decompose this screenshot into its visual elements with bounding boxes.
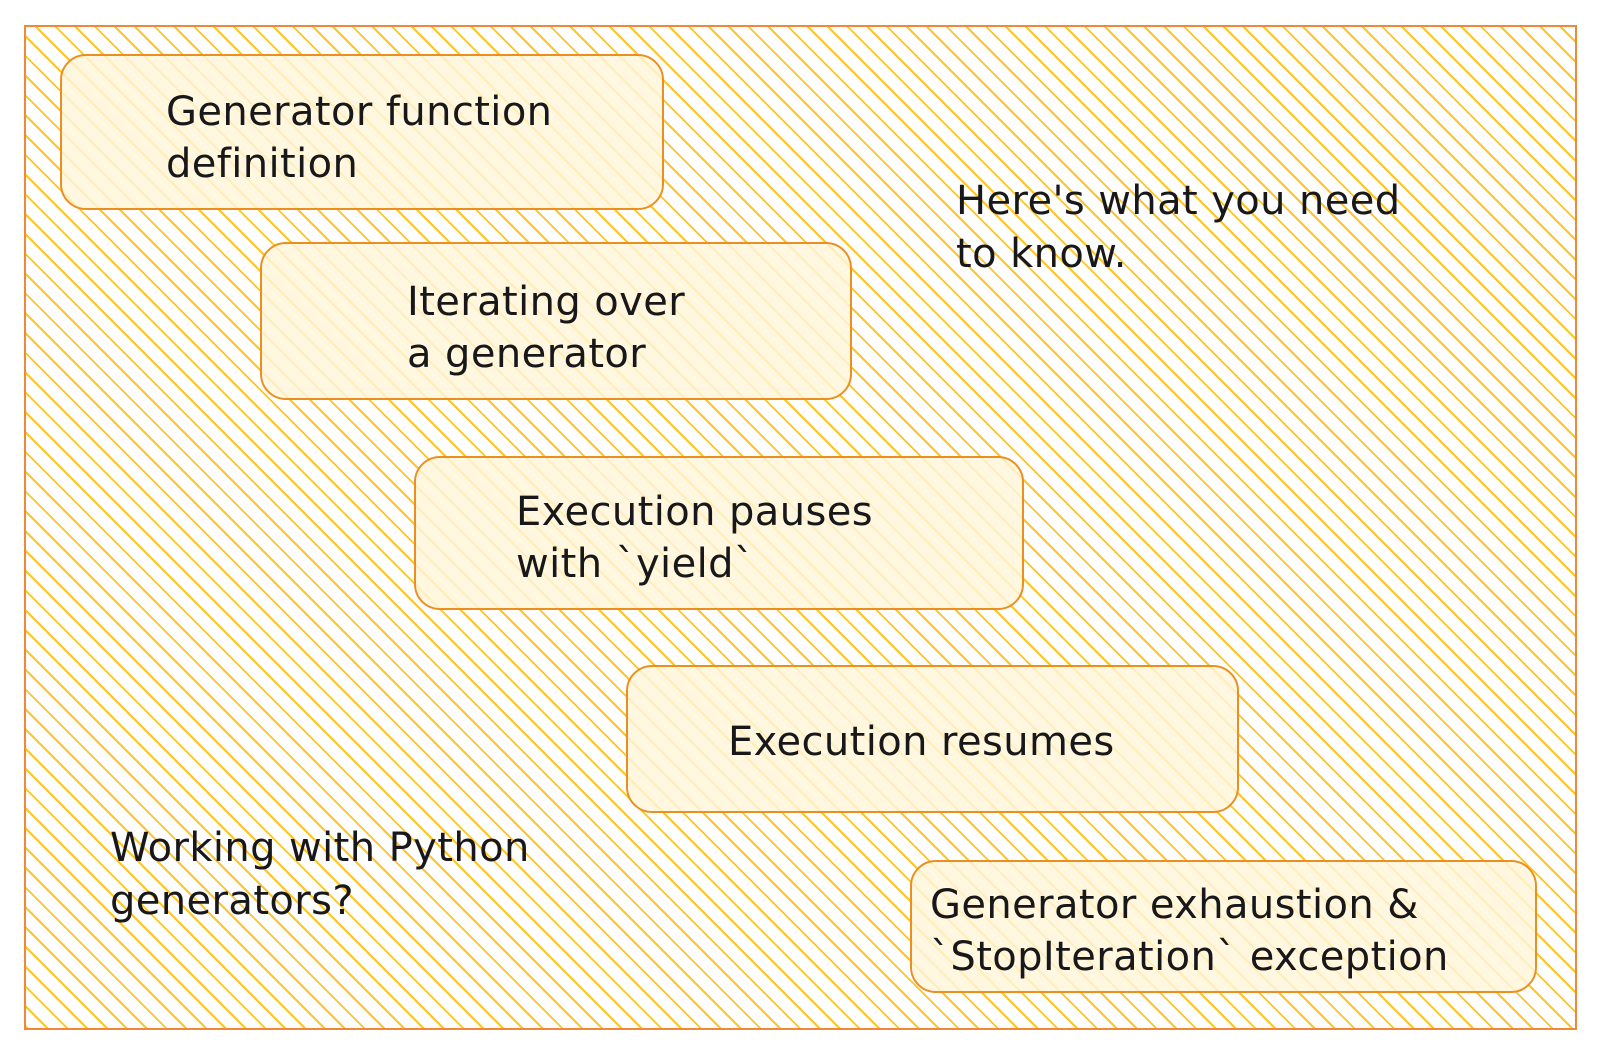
note-box-generator-definition[interactable]: Generator function definition — [60, 54, 664, 210]
note-box-label: Execution resumes — [728, 719, 1115, 765]
annotation-working-with-python-generators: Working with Python generators? — [110, 825, 530, 924]
note-box-execution-pauses[interactable]: Execution pauses with `yield` — [414, 456, 1024, 610]
note-box-iterating-generator[interactable]: Iterating over a generator — [260, 242, 852, 400]
note-box-label: Execution pauses with `yield` — [516, 489, 873, 587]
note-box-label: Generator exhaustion & `StopIteration` e… — [930, 882, 1449, 980]
note-box-label: Iterating over a generator — [407, 279, 686, 377]
note-box-generator-exhaustion[interactable]: Generator exhaustion & `StopIteration` e… — [910, 860, 1537, 993]
diagram-canvas: Generator function definition Iterating … — [24, 25, 1577, 1030]
note-box-label: Generator function definition — [166, 89, 553, 187]
annotation-here-is-what-you-need-to-know: Here's what you need to know. — [956, 178, 1401, 277]
note-box-execution-resumes[interactable]: Execution resumes — [626, 665, 1239, 813]
